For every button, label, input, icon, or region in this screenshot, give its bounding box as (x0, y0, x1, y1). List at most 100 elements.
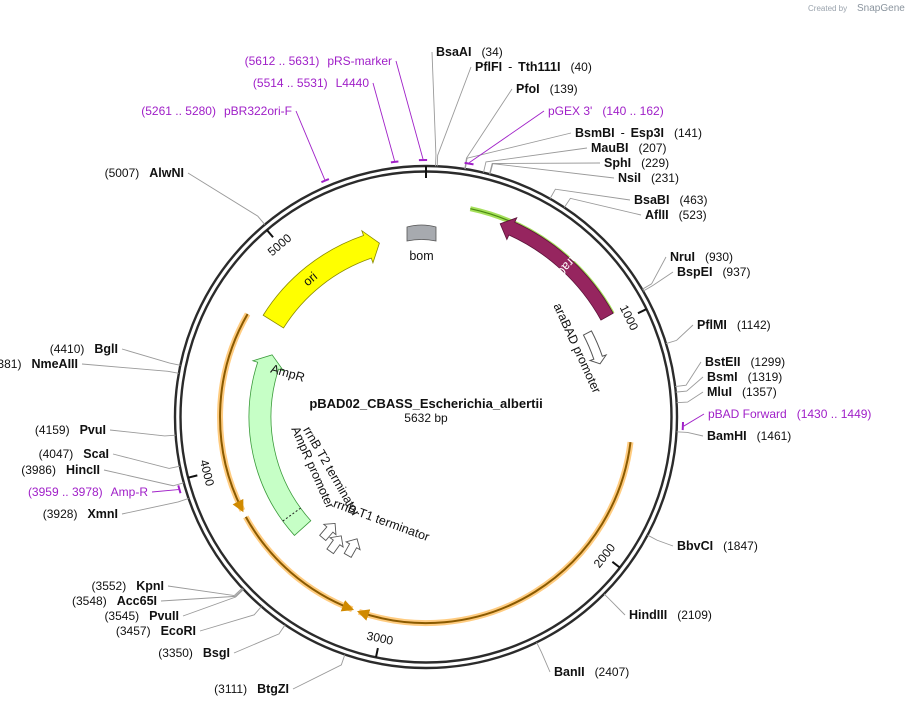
bom-label: bom (409, 249, 433, 263)
site-leader-ecori (199, 606, 262, 632)
primer-range-pgex-3: (140 .. 162) (602, 104, 663, 118)
primer-pbad-forward[interactable]: pBAD Forward(1430 .. 1449) (681, 407, 872, 431)
primer-leader-l4440 (372, 82, 395, 162)
site-position-pflfi: (40) (570, 60, 591, 74)
site-leader-pfoi (464, 88, 513, 170)
primer-prs-marker[interactable]: pRS-marker(5612 .. 5631) (245, 54, 428, 162)
site-hincii[interactable]: HincII (3986) (21, 463, 184, 487)
site-position-pvui: (4159) (35, 423, 70, 437)
site-ecori[interactable]: EcoRI (3457) (116, 606, 262, 638)
site-banii[interactable]: BanII(2407) (536, 642, 630, 679)
site-leader-nmeaiii (81, 363, 179, 374)
site-leader-bsabi (549, 188, 631, 201)
primer-amp-r[interactable]: Amp-R(3959 .. 3978) (28, 485, 182, 499)
plasmid-name: pBAD02_CBASS_Escherichia_albertii (309, 396, 542, 411)
site-name-kpni: KpnI (136, 579, 164, 593)
site-bsteii[interactable]: BstEII(1299) (675, 355, 785, 387)
site-leader-bsgi (233, 624, 286, 654)
bom-feature[interactable] (406, 224, 437, 242)
arac-feature[interactable] (499, 217, 614, 321)
site-leader-xmni (121, 497, 189, 515)
site-bbvci[interactable]: BbvCI(1847) (647, 534, 758, 553)
ampr-promoter-feature[interactable] (317, 518, 342, 543)
site-name-scai: ScaI (83, 447, 109, 461)
snapgene-logo-text: SnapGene (857, 3, 905, 14)
site-name-nsii: NsiI (618, 171, 641, 185)
site-leader-btgzi (292, 654, 346, 690)
site-position-bgli: (4410) (50, 342, 85, 356)
site-pvuii[interactable]: PvuII(3545) (104, 589, 244, 623)
primer-mark-amp-r (177, 485, 182, 494)
site-btgzi[interactable]: BtgZI(3111) (214, 654, 346, 696)
site-nmeaiii[interactable]: NmeAIII(4381) (0, 357, 179, 374)
site-leader-bbvci (647, 534, 674, 547)
tick-label-3000: 3000 (365, 629, 394, 648)
site-pflfi[interactable]: PflFI-Tth111I(40) (436, 60, 592, 167)
primer-pbr322ori-f[interactable]: pBR322ori-F(5261 .. 5280) (141, 104, 330, 184)
site-bsmbi[interactable]: BsmBI-Esp3I(141) (464, 126, 702, 170)
site-position-bsaai: (34) (481, 45, 502, 59)
site-position-bsabi: (463) (679, 193, 707, 207)
rrnb-t1-terminator-feature[interactable] (341, 535, 364, 559)
primer-l4440[interactable]: L4440(5514 .. 5531) (253, 76, 399, 164)
rrnb-t1-terminator-feature-shape (343, 538, 361, 558)
site-leader-acc65i (160, 588, 244, 602)
tick-mark-2000 (611, 560, 621, 569)
site-bamhi[interactable]: BamHI(1461) (676, 429, 792, 443)
site-xmni[interactable]: XmnI(3928) (43, 497, 189, 521)
primer-leader-pbr322ori-f (295, 110, 326, 180)
site-leader-hindiii (603, 593, 626, 616)
orf-arc-1 (357, 441, 632, 625)
rrnb-t2-terminator-feature[interactable] (324, 531, 348, 556)
credit-prefix: Created by (808, 4, 847, 13)
site-name-pvui: PvuI (80, 423, 106, 437)
site-nrui[interactable]: NruI(930) (641, 250, 733, 290)
site-bsmi[interactable]: BsmI(1319) (675, 370, 783, 393)
site-name-nrui: NruI (670, 250, 695, 264)
site-position-banii: (2407) (595, 665, 630, 679)
site-scai[interactable]: ScaI(4047) (39, 447, 180, 469)
site-sphi[interactable]: SphI(229) (488, 156, 669, 175)
site-position-bspei: (937) (722, 265, 750, 279)
site-hindiii[interactable]: HindIII (2109) (603, 593, 712, 622)
primer-mark-pgex-3 (464, 161, 474, 166)
arabad-promoter-feature[interactable] (582, 330, 608, 365)
site-separator: - (508, 60, 512, 74)
site-bsgi[interactable]: BsgI(3350) (158, 624, 286, 660)
site-position-hindiii: (2109) (677, 608, 712, 622)
site-alwni[interactable]: AlwNI(5007) (105, 166, 266, 225)
site-pfoi[interactable]: PfoI(139) (464, 82, 578, 170)
primer-pgex-3[interactable]: pGEX 3'(140 .. 162) (464, 104, 664, 166)
site-mlui[interactable]: MluI(1357) (676, 385, 777, 404)
tick-label-4000: 4000 (197, 458, 217, 488)
primer-leader-pgex-3 (469, 110, 545, 164)
site-bsaai[interactable]: BsaAI(34) (431, 45, 503, 167)
site-position-hincii: (3986) (21, 463, 56, 477)
site-position-ecori: (3457) (116, 624, 151, 638)
site-name-ecori: EcoRI (161, 624, 196, 638)
site-name-bsmbi: BsmBI (575, 126, 615, 140)
tick-mark-1000 (637, 308, 647, 315)
site-name-hincii: HincII (66, 463, 100, 477)
site-name-xmni: XmnI (87, 507, 118, 521)
site-leader-bsaai (431, 51, 437, 167)
site-leader-banii (536, 642, 551, 673)
site-pvui[interactable]: PvuI (4159) (35, 423, 176, 437)
ampr-feature[interactable] (248, 354, 312, 537)
site-pflmi[interactable]: PflMI(1142) (665, 318, 771, 345)
site-bgli[interactable]: BglI(4410) (50, 342, 181, 366)
primer-mark-l4440 (390, 160, 399, 164)
site-acc65i[interactable]: Acc65I(3548) (72, 588, 244, 608)
site-kpni[interactable]: KpnI(3552) (92, 579, 243, 597)
site-position-pvuii: (3545) (104, 609, 139, 623)
site-position-acc65i: (3548) (72, 594, 107, 608)
ori-feature[interactable] (262, 229, 380, 329)
site-maubi[interactable]: MauBI(207) (483, 141, 667, 173)
site-name-hindiii: HindIII (629, 608, 667, 622)
primer-leader-prs-marker (395, 60, 424, 160)
site-bsabi[interactable]: BsaBI(463) (549, 188, 707, 207)
site-nsii[interactable]: NsiI(231) (489, 163, 679, 185)
site-bspei[interactable]: BspEI(937) (642, 265, 750, 292)
site-aflii[interactable]: AflII(523) (563, 197, 707, 222)
